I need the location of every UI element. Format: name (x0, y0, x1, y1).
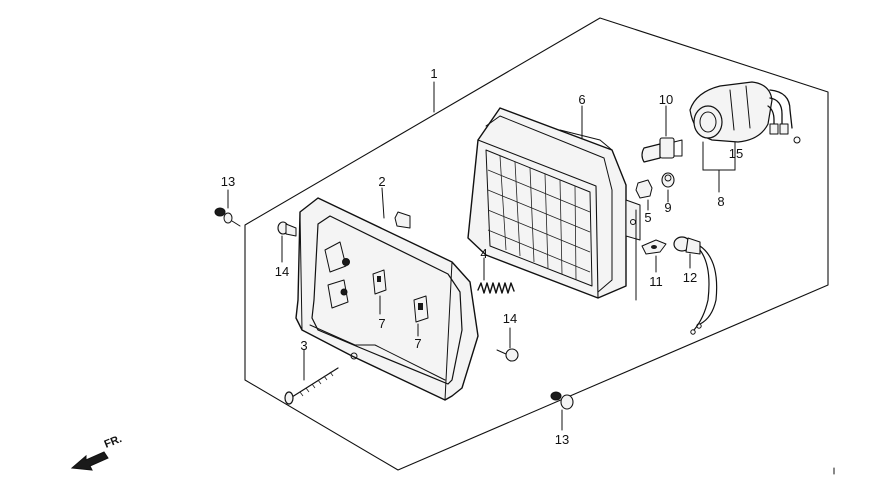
callout-9: 9 (664, 200, 671, 215)
callout-7a: 7 (378, 316, 385, 331)
callout-8: 8 (717, 194, 724, 209)
adjusting-spring (477, 282, 515, 294)
screw-14-left (277, 221, 297, 237)
headlight-unit (467, 107, 641, 299)
callout-1: 1 (430, 66, 437, 81)
leader-lines (227, 105, 736, 431)
screw-13-bottom (550, 391, 574, 410)
grommet-11 (641, 239, 667, 255)
callout-14b: 14 (503, 311, 517, 326)
nut-5 (635, 179, 653, 199)
clip-7a (372, 269, 387, 295)
clip-7b (413, 295, 429, 323)
callout-13a: 13 (221, 174, 235, 189)
callout-13b: 13 (555, 432, 569, 447)
assembly-boundary (244, 17, 829, 471)
callout-3: 3 (300, 338, 307, 353)
position-light-socket (673, 236, 718, 335)
callout-11: 11 (649, 274, 663, 289)
callout-12: 12 (683, 270, 697, 285)
headlight-bulb (641, 137, 683, 163)
callout-7b: 7 (414, 336, 421, 351)
callout-5: 5 (644, 210, 651, 225)
screw-14-right (496, 348, 519, 362)
direction-label: FR. (103, 433, 124, 451)
adjusting-screw (284, 367, 339, 405)
callout-14a: 14 (275, 264, 289, 279)
callout-15: 15 (729, 146, 743, 161)
callout-4: 4 (480, 246, 487, 261)
callout-10: 10 (659, 92, 673, 107)
screw-13-top (214, 207, 241, 227)
callout-2: 2 (378, 174, 385, 189)
front-direction-indicator: FR. (70, 433, 124, 471)
bulb-socket (689, 81, 801, 144)
callout-6: 6 (578, 92, 585, 107)
headlight-rim (295, 197, 479, 401)
direction-arrow-icon (70, 451, 109, 471)
cap-9 (661, 172, 675, 188)
